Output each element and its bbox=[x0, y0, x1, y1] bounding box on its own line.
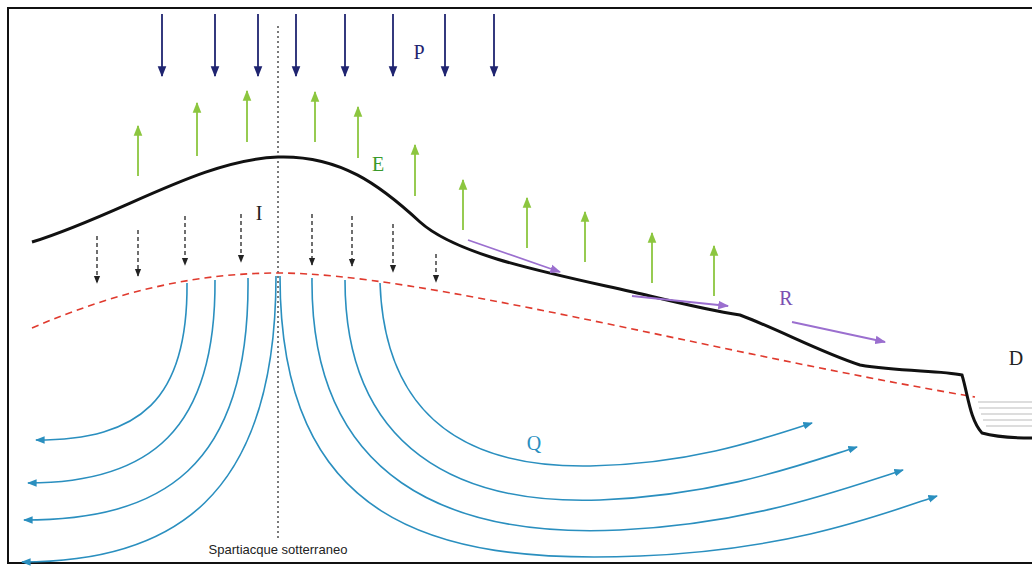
runoff-label: R bbox=[779, 287, 792, 309]
water-table bbox=[32, 273, 975, 397]
frame bbox=[8, 8, 1032, 563]
infiltration-arrows bbox=[97, 214, 436, 283]
precipitation-label: P bbox=[413, 41, 424, 63]
evaporation-arrows bbox=[138, 91, 714, 296]
runoff-arrows bbox=[468, 240, 885, 342]
divide-line bbox=[277, 26, 278, 538]
precipitation-arrows bbox=[162, 14, 494, 76]
outflow-label: D bbox=[1009, 347, 1023, 369]
infiltration-label: I bbox=[256, 202, 263, 224]
divide-label: Spartiacque sotterraneo bbox=[206, 542, 351, 558]
evaporation-label: E bbox=[372, 153, 384, 175]
groundwater-flow bbox=[22, 276, 937, 562]
ground-surface bbox=[32, 157, 1032, 438]
water-body bbox=[978, 402, 1032, 426]
flow-label: Q bbox=[527, 432, 541, 454]
